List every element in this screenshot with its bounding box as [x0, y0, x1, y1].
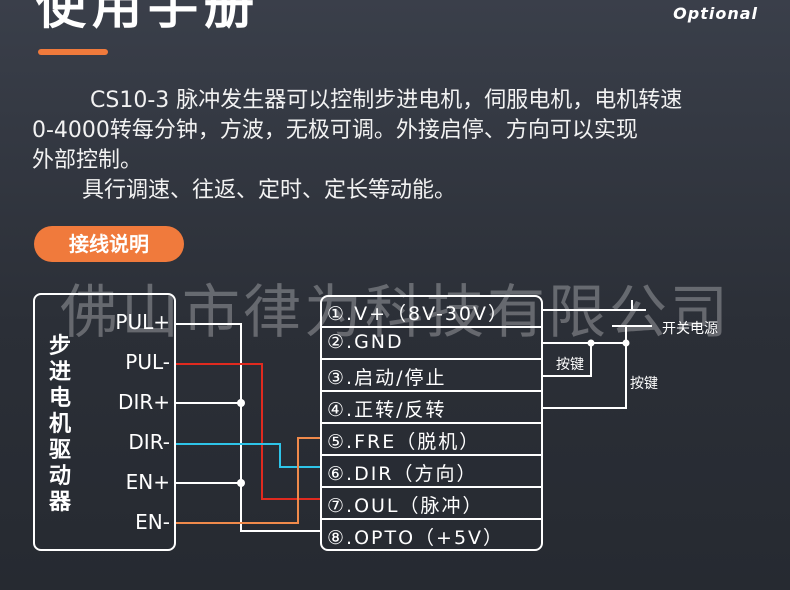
terminal-divider	[320, 422, 543, 424]
page-title: 使用手册	[36, 0, 260, 35]
terminal-divider	[320, 454, 543, 456]
pin-en-plus: EN+	[125, 470, 170, 494]
description-line-1: CS10-3 脉冲发生器可以控制步进电机，伺服电机，电机转速	[90, 88, 683, 113]
terminal-1-power: ①.V+（8V-30V）	[327, 303, 509, 325]
wire-en-minus	[176, 437, 320, 524]
pin-dir-minus: DIR-	[128, 430, 170, 454]
driver-title: 步进电机驱动器	[48, 334, 71, 515]
description-line-3: 外部控制。	[32, 148, 143, 173]
pin-dir-plus: DIR+	[118, 390, 170, 414]
wire-start-stop	[543, 343, 592, 377]
pin-pul-plus: PUL+	[115, 310, 170, 334]
terminal-5-fre: ⑤.FRE（脱机）	[327, 431, 481, 453]
wire-forward-reverse	[543, 343, 627, 409]
watermark: 佛山市律为科技有限公司	[60, 278, 732, 346]
terminal-divider	[320, 390, 543, 392]
description-line-4: 具行调速、往返、定时、定长等动能。	[82, 178, 457, 203]
terminal-3-start-stop: ③.启动/停止	[327, 367, 447, 389]
terminal-divider	[320, 358, 543, 360]
description-line-2: 0-4000转每分钟，方波，无极可调。外接启停、方向可以实现	[32, 118, 638, 143]
junction-dot	[237, 399, 245, 407]
terminal-8-opto: ⑧.OPTO（+5V）	[327, 527, 505, 549]
optional-label: Optional	[673, 4, 758, 23]
wire-pul-minus	[176, 363, 320, 500]
terminal-7-oul: ⑦.OUL（脉冲）	[327, 495, 484, 517]
button-2-label: 按键	[630, 376, 658, 392]
junction-dot	[587, 339, 595, 347]
power-supply-label: 开关电源	[662, 321, 718, 337]
wire-dir-minus	[176, 443, 320, 468]
terminal-2-gnd: ②.GND	[327, 331, 404, 353]
wiring-section-label: 接线说明	[34, 226, 184, 262]
terminal-4-direction: ④.正转/反转	[327, 399, 447, 421]
terminal-divider	[320, 518, 543, 520]
terminal-divider	[320, 326, 543, 328]
pin-pul-minus: PUL-	[125, 350, 170, 374]
pin-en-minus: EN-	[135, 510, 170, 534]
junction-dot	[237, 479, 245, 487]
wire-pul-plus	[176, 323, 320, 532]
driver-box	[33, 293, 176, 551]
title-accent-bar	[38, 49, 108, 55]
junction-dot	[622, 339, 630, 347]
terminal-6-dir: ⑥.DIR（方向）	[327, 463, 478, 485]
button-1-label: 按键	[556, 357, 584, 373]
terminal-divider	[320, 486, 543, 488]
